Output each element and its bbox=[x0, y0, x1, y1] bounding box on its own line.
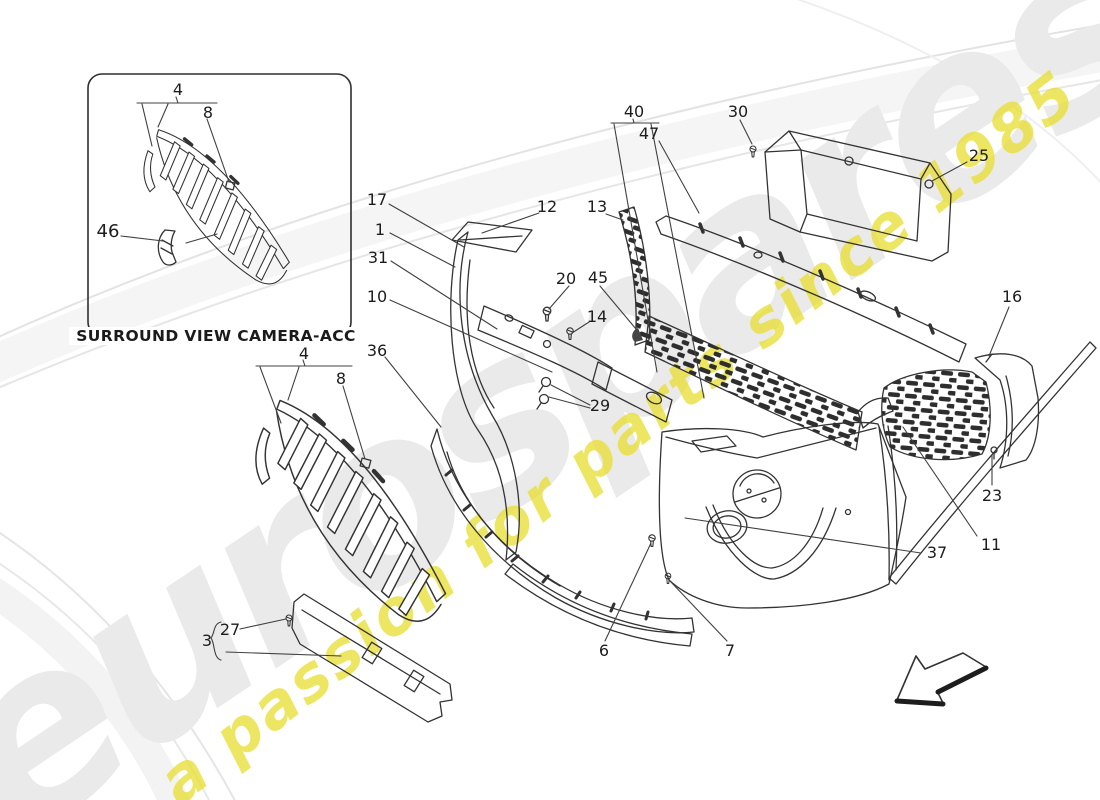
part-callout-16-20: 16 bbox=[1001, 287, 1023, 306]
lower-trim-strip-drawing bbox=[285, 593, 453, 723]
part-callout-11-22: 11 bbox=[980, 535, 1002, 554]
part-callout-6-24: 6 bbox=[598, 641, 610, 660]
air-duct-drawing bbox=[749, 130, 952, 262]
part-callout-37-23: 37 bbox=[926, 543, 948, 562]
direction-arrow-icon bbox=[894, 652, 989, 707]
part-callout-3-26: 3 bbox=[201, 631, 213, 650]
part-callout-23-21: 23 bbox=[981, 486, 1003, 505]
part-callout-4-3: 4 bbox=[298, 344, 310, 363]
part-callout-12-10: 12 bbox=[536, 197, 558, 216]
part-callout-10-9: 10 bbox=[366, 287, 388, 306]
part-callout-36-5: 36 bbox=[366, 341, 388, 360]
part-callout-4-0: 4 bbox=[172, 80, 184, 99]
part-callout-20-12: 20 bbox=[555, 269, 577, 288]
leader-lines bbox=[120, 96, 1010, 661]
part-callout-47-17: 47 bbox=[638, 124, 660, 143]
central-mesh-grille-drawing bbox=[632, 315, 863, 451]
part-callout-29-15: 29 bbox=[589, 396, 611, 415]
inset-caption: SURROUND VIEW CAMERA-ACC bbox=[69, 327, 363, 345]
front-grille-drawing bbox=[241, 399, 464, 624]
part-callout-13-11: 13 bbox=[586, 197, 608, 216]
part-callout-1-7: 1 bbox=[374, 220, 386, 239]
part-callout-8-1: 8 bbox=[202, 103, 214, 122]
part-callout-30-18: 30 bbox=[727, 102, 749, 121]
part-callout-40-16: 40 bbox=[623, 102, 645, 121]
upper-crossbeam-drawing bbox=[655, 215, 967, 363]
bumper-skin-drawing bbox=[658, 421, 907, 609]
part-callout-25-19: 25 bbox=[968, 146, 990, 165]
part-callout-31-8: 31 bbox=[367, 248, 389, 267]
camera-bracket-drawing bbox=[157, 229, 177, 266]
part-callout-14-14: 14 bbox=[586, 307, 608, 326]
side-bracket-drawing bbox=[450, 221, 533, 561]
part-callout-45-13: 45 bbox=[587, 268, 609, 287]
lower-valance-drawing bbox=[430, 428, 695, 647]
bumper-reinforcement-drawing bbox=[477, 305, 673, 423]
part-callout-46-2: 46 bbox=[96, 221, 120, 242]
part-callout-8-4: 8 bbox=[335, 369, 347, 388]
front-grille-inset-drawing bbox=[138, 127, 296, 287]
part-callout-17-6: 17 bbox=[366, 190, 388, 209]
part-callout-7-25: 7 bbox=[724, 641, 736, 660]
part-callout-27-27: 27 bbox=[219, 620, 241, 639]
